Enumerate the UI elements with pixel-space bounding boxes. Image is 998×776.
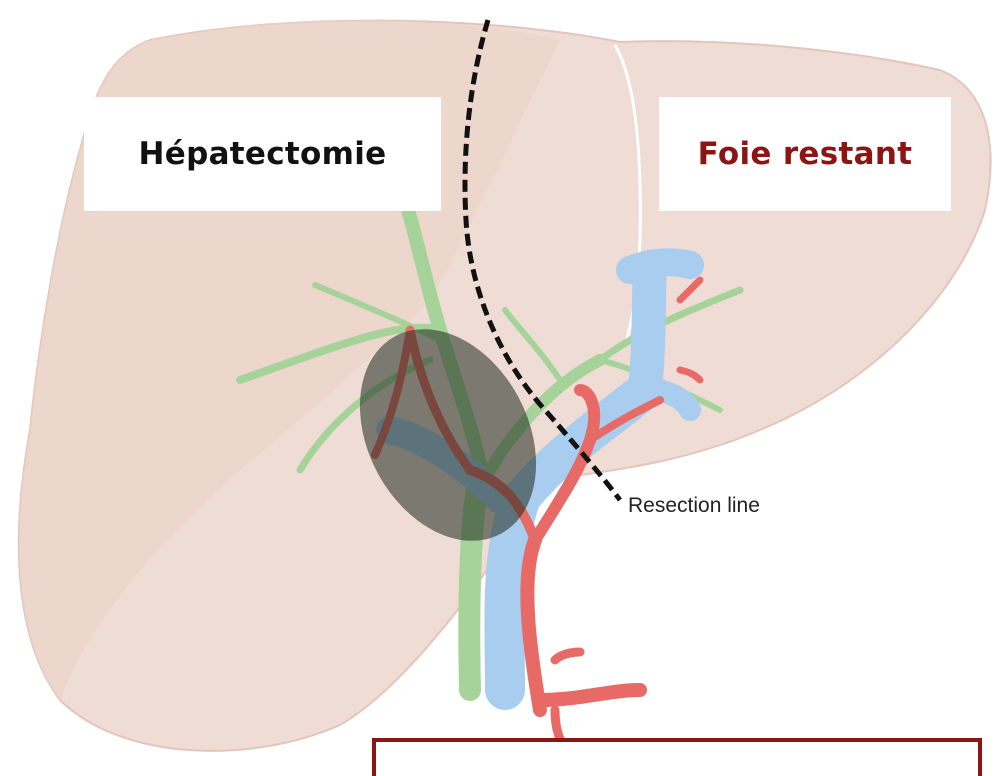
- hepatectomie-label: Hépatectomie: [84, 97, 441, 211]
- caption-frame: [372, 738, 982, 776]
- foie-restant-label: Foie restant: [659, 97, 951, 211]
- resection-line-label: Resection line: [628, 494, 760, 518]
